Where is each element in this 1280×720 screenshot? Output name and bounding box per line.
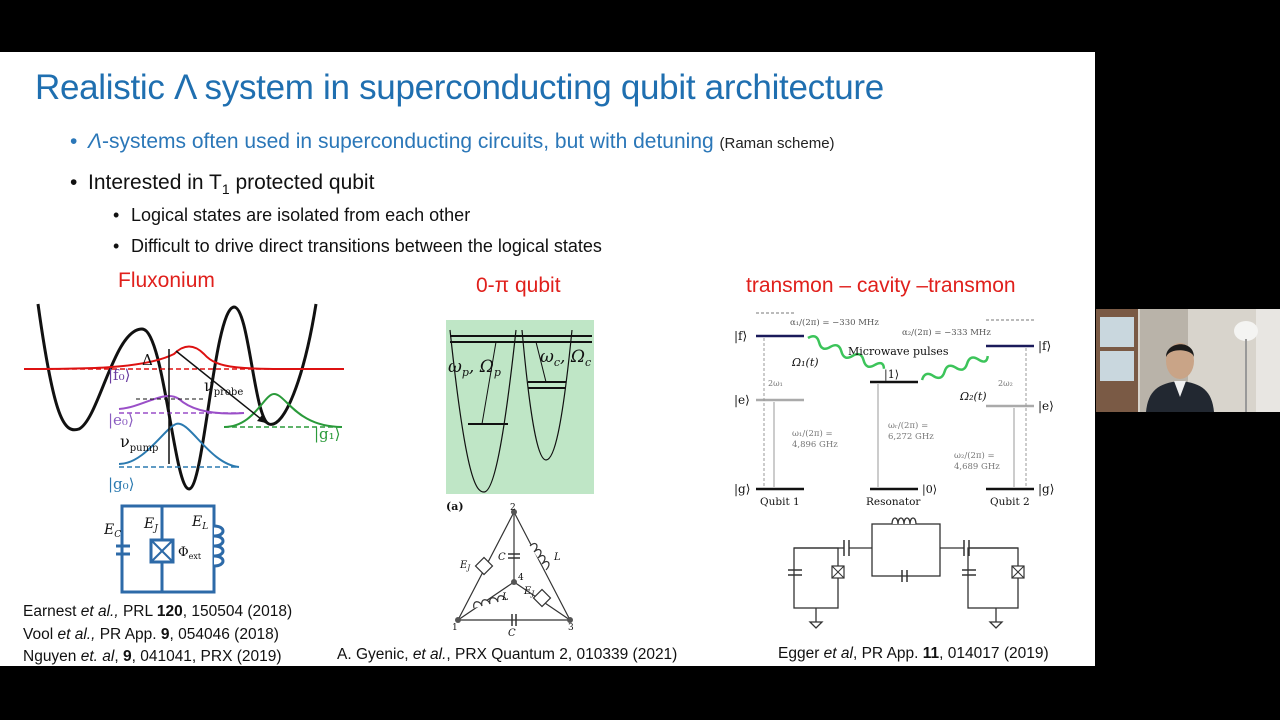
label-f-left: |f⟩ [734, 329, 747, 343]
raman-note: (Raman scheme) [719, 135, 835, 152]
label-g-right: |g⟩ [1038, 482, 1054, 496]
label-microwave: Microwave pulses [848, 345, 949, 358]
label-e-left: |e⟩ [734, 393, 750, 407]
tct-title: transmon – cavity –transmon [746, 274, 1016, 297]
zero-pi-title: 0-π qubit [476, 274, 561, 297]
label-nu-probe: νprobe [204, 376, 243, 398]
label-one: |1⟩ [884, 368, 899, 382]
label-ej: EJ [143, 516, 159, 534]
fluxonium-title: Fluxonium [118, 269, 215, 292]
ref-gyenis: A. Gyenic, et al., PRX Quantum 2, 010339… [337, 646, 678, 663]
label-zero: |0⟩ [922, 483, 937, 497]
label-qubit1: Qubit 1 [760, 496, 800, 508]
label-f-right: |f⟩ [1038, 339, 1051, 353]
presentation-slide: Realistic Λ system in superconducting qu… [0, 52, 1095, 666]
bullet-t1-sub: 1 [221, 181, 230, 198]
label-e-right: |e⟩ [1038, 399, 1054, 413]
node-1: 1 [452, 623, 458, 633]
fluxonium-potential-diagram: |f₀⟩ |e₀⟩ |g₀⟩ |g₁⟩ Δ νprobe νpump [24, 303, 344, 493]
label-ej-left: EJ [459, 560, 471, 572]
tct-circuit [788, 517, 1025, 629]
ref-vool: Vool et al., PR App. 9, 054046 (2018) [23, 626, 279, 643]
label-ec: EC [104, 522, 121, 540]
label-alpha1: α₁/(2π) = −330 MHz [790, 317, 879, 328]
label-ej-right: EJ [523, 586, 535, 598]
node-3: 3 [568, 623, 574, 633]
label-qubit2: Qubit 2 [990, 496, 1030, 508]
subbullet-isolated-text: Logical states are isolated from each ot… [131, 205, 471, 225]
label-f0: |f₀⟩ [108, 366, 130, 384]
label-nu-pump: νpump [120, 432, 158, 454]
label-omega2-value: ω₂/(2π) =4,689 GHz [954, 450, 1000, 472]
node-2: 2 [510, 503, 516, 513]
label-2omega1: 2ω₁ [768, 379, 783, 388]
ref-earnest: Earnest et al., PRL 120, 150504 (2018) [23, 603, 293, 620]
tct-level-diagram: |f⟩ |e⟩ |g⟩ |f⟩ |e⟩ |g⟩ α₁/(2π) = −330 M… [734, 312, 1054, 508]
label-omega-p: ωp, Ωp [448, 357, 501, 379]
label-omega1-value: ω₁/(2π) =4,896 GHz [792, 428, 838, 450]
bullet-t1-rest: protected qubit [229, 171, 375, 194]
label-el: EL [191, 514, 208, 532]
label-omega-c: ωc, Ωc [540, 347, 591, 369]
lambda-symbol: Λ [88, 130, 103, 153]
fluxonium-circuit: EC EJ EL Φext [104, 504, 225, 594]
label-e0: |e₀⟩ [108, 411, 134, 429]
label-g0: |g₀⟩ [108, 475, 135, 493]
label-g1: |g₁⟩ [314, 425, 341, 443]
subbullet-difficult-text: Difficult to drive direct transitions be… [131, 236, 602, 256]
node-4: 4 [518, 573, 524, 583]
label-omega2t: Ω₂(t) [959, 390, 987, 403]
bullet-lambda-text: -systems often used in superconducting c… [102, 130, 714, 153]
label-phi-ext: Φext [178, 545, 202, 561]
zero-pi-energy-diagram: ωp, Ωp ωc, Ωc [446, 320, 594, 494]
label-resonator: Resonator [866, 496, 921, 508]
label-a: (a) [446, 500, 464, 513]
label-c-center: C [498, 552, 506, 563]
label-alpha2: α₂/(2π) = −333 MHz [902, 327, 991, 338]
presenter-video-frame [1096, 309, 1280, 412]
label-2omega2: 2ω₂ [998, 379, 1013, 388]
label-delta: Δ [142, 351, 153, 369]
ref-egger: Egger et al, PR App. 11, 014017 (2019) [778, 645, 1049, 662]
label-g-left: |g⟩ [734, 482, 750, 496]
label-l-right: L [553, 552, 561, 563]
subbullet-difficult: •Difficult to drive direct transitions b… [113, 236, 602, 256]
label-omegar-value: ωᵣ/(2π) =6,272 GHz [888, 420, 934, 442]
bullet-t1-protected: •Interested in T1 protected qubit [70, 171, 375, 198]
ref-nguyen: Nguyen et. al, 9, 041041, PRX (2019) [23, 648, 282, 665]
bullet-t1-text: Interested in T [88, 171, 222, 194]
zero-pi-circuit: (a) 2 1 3 4 EJ EJ C C L L [446, 500, 574, 638]
label-c-bottom: C [508, 628, 516, 638]
bullet-lambda-systems: •Λ-systems often used in superconducting… [70, 130, 835, 153]
label-omega1t: Ω₁(t) [791, 356, 819, 369]
presenter-webcam [1096, 309, 1280, 412]
subbullet-isolated: •Logical states are isolated from each o… [113, 205, 471, 225]
slide-title: Realistic Λ system in superconducting qu… [35, 68, 884, 107]
label-l-left: L [501, 592, 509, 603]
